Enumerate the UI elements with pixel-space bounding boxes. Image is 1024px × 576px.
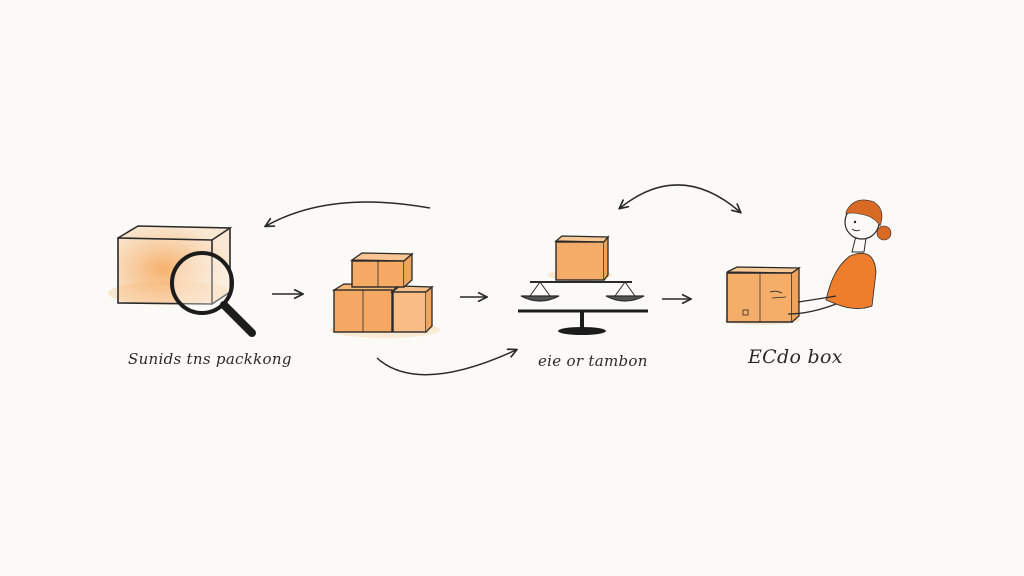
step-3-caption: eie or tambon <box>538 352 648 370</box>
box-magnifier-icon <box>108 225 256 337</box>
return-arrow-top-left <box>266 201 431 226</box>
stacked-boxes-icon <box>330 252 440 338</box>
step-4-caption: ECdo box <box>748 346 843 368</box>
balance-scale-icon <box>518 235 648 335</box>
curved-arrow-bottom <box>376 350 516 376</box>
double-arrow-top-right <box>620 184 740 212</box>
person-holding-box-icon <box>724 199 892 325</box>
step-1-caption: Sunids tns packkong <box>128 350 292 368</box>
